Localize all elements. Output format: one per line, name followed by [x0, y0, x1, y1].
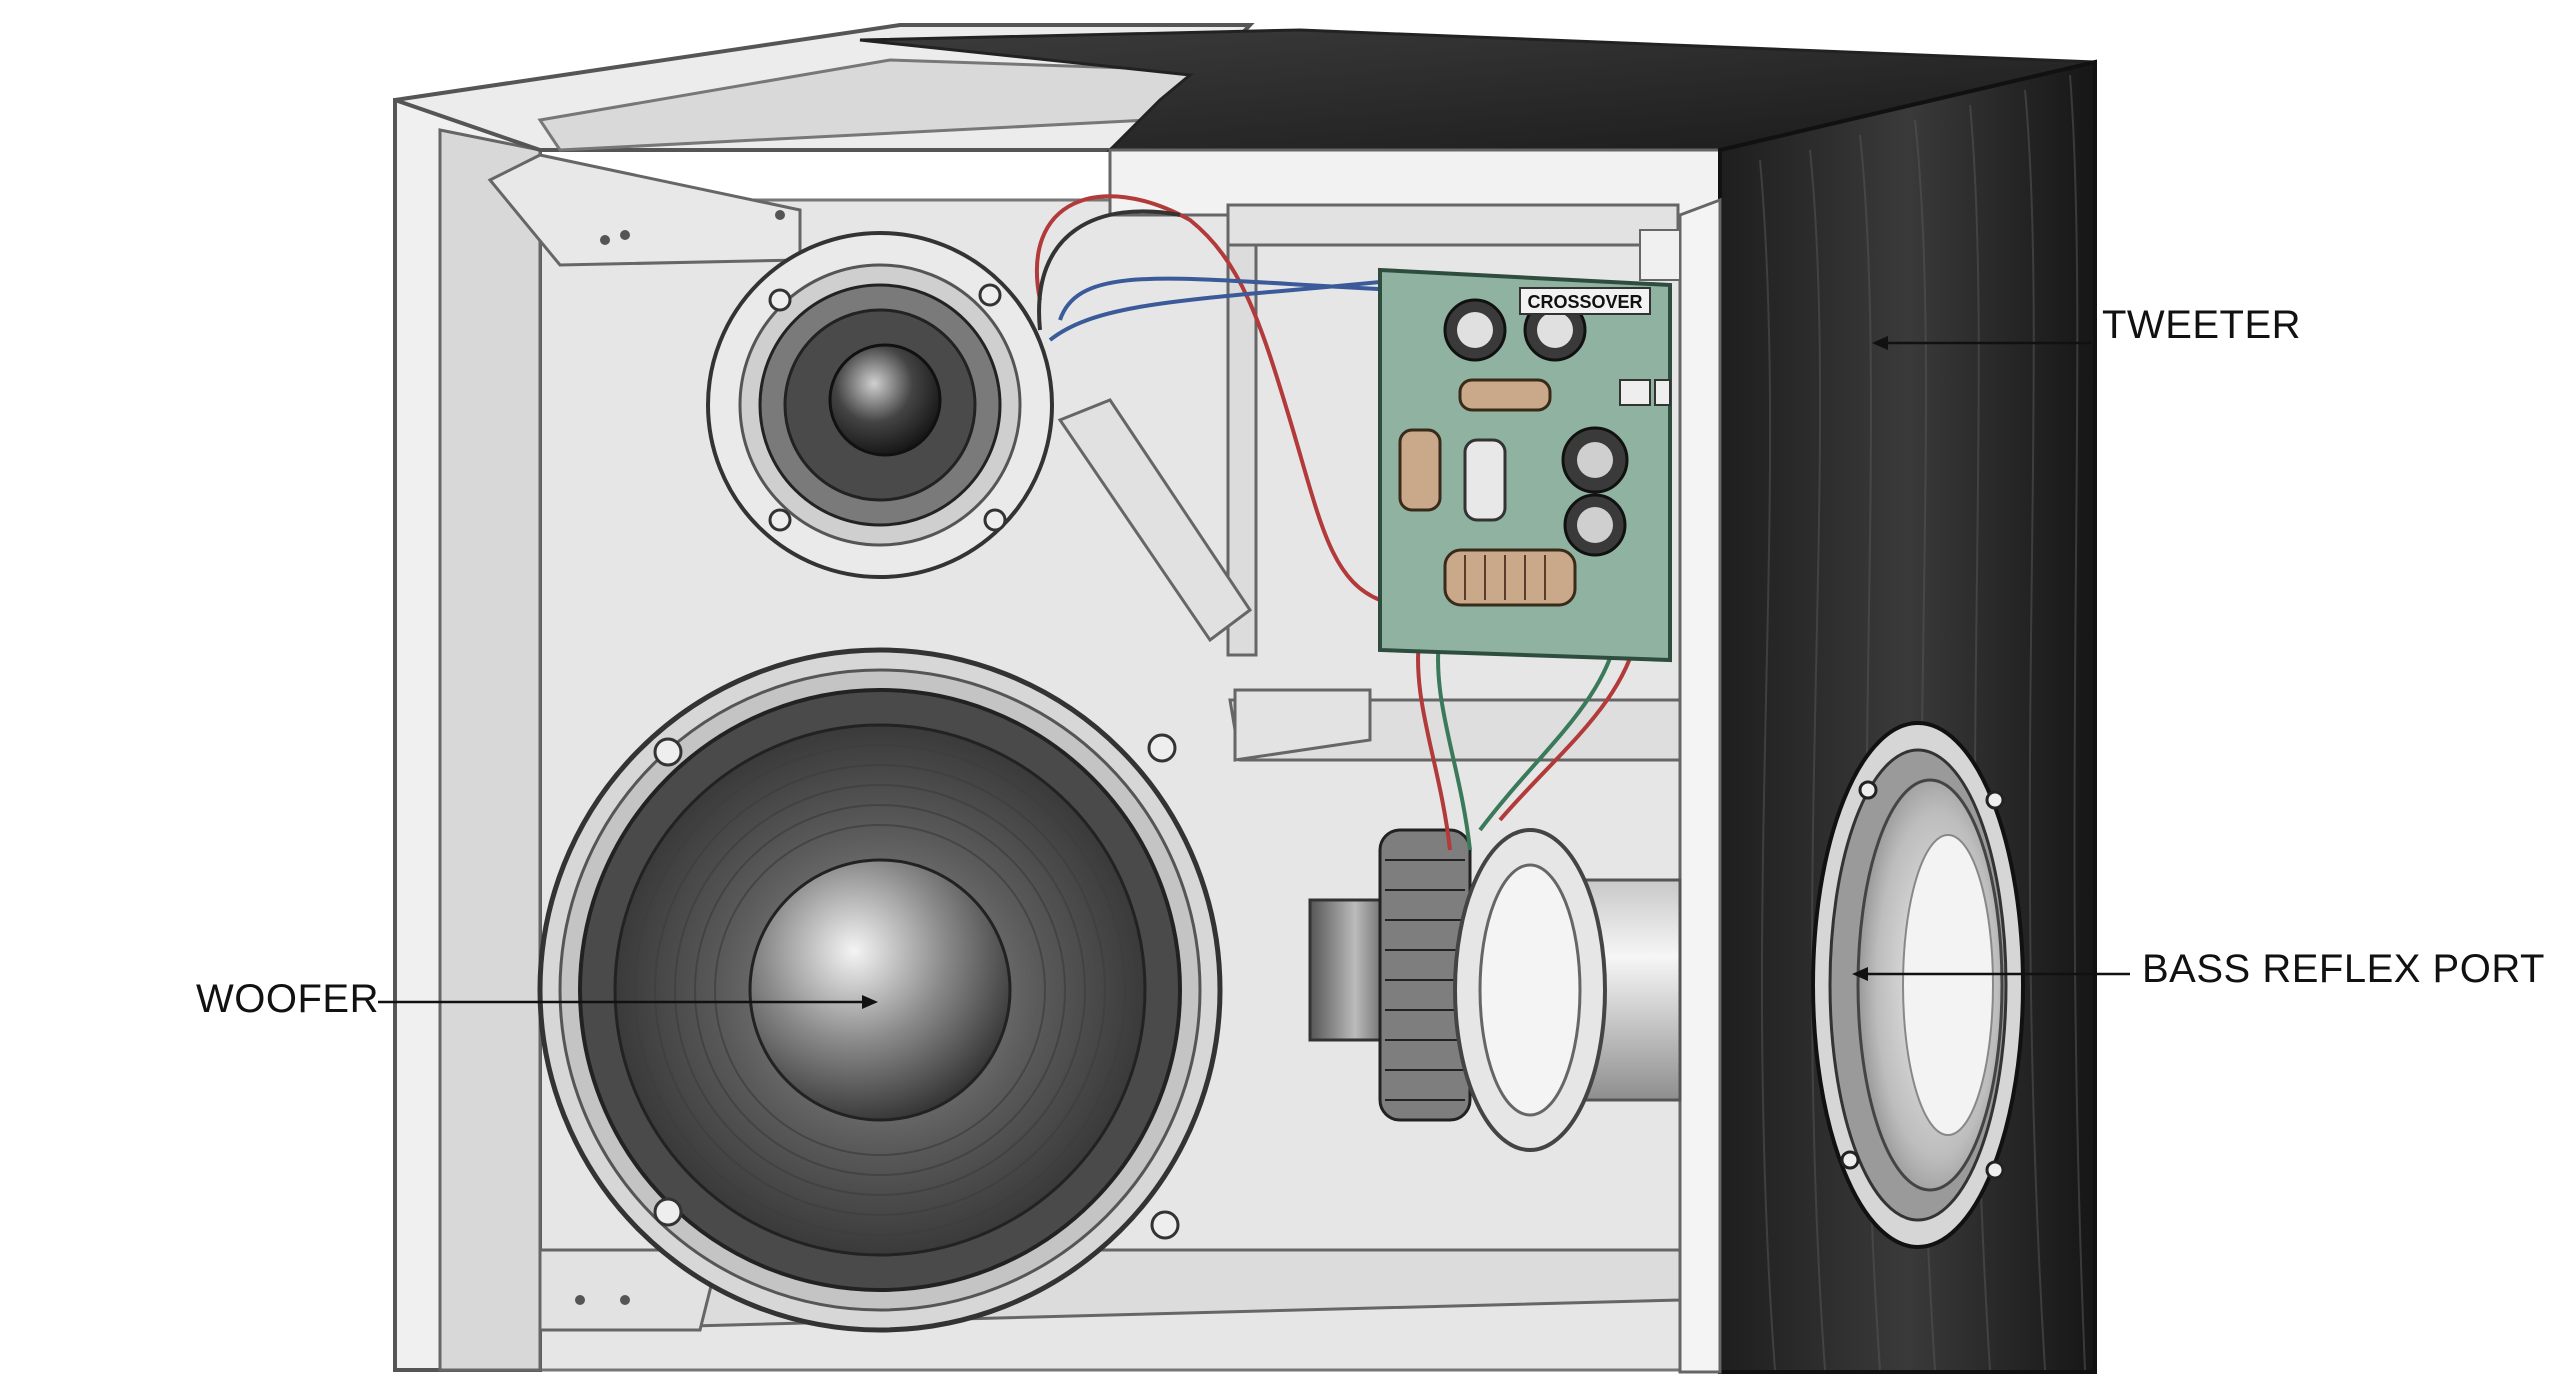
woofer-driver	[537, 647, 1223, 1333]
tweeter-label: TWEETER	[2102, 303, 2302, 347]
leader-lines	[378, 336, 2130, 1009]
woofer-dust-cap	[748, 858, 1012, 1122]
crossover-label: CROSSOVER	[1527, 292, 1642, 312]
bass-reflex-port-label: BASS REFLEX PORT	[2142, 947, 2545, 991]
tweeter-dome	[828, 343, 942, 457]
crossover-board: CROSSOVER	[1378, 267, 1672, 663]
tweeter-driver	[706, 231, 1054, 579]
woofer-magnet	[1308, 828, 1472, 1122]
bass-reflex-port	[1811, 721, 2025, 1249]
port-tube	[1453, 828, 1682, 1152]
woofer-label: WOOFER	[196, 977, 379, 1021]
internal-wiring	[1034, 194, 1642, 851]
